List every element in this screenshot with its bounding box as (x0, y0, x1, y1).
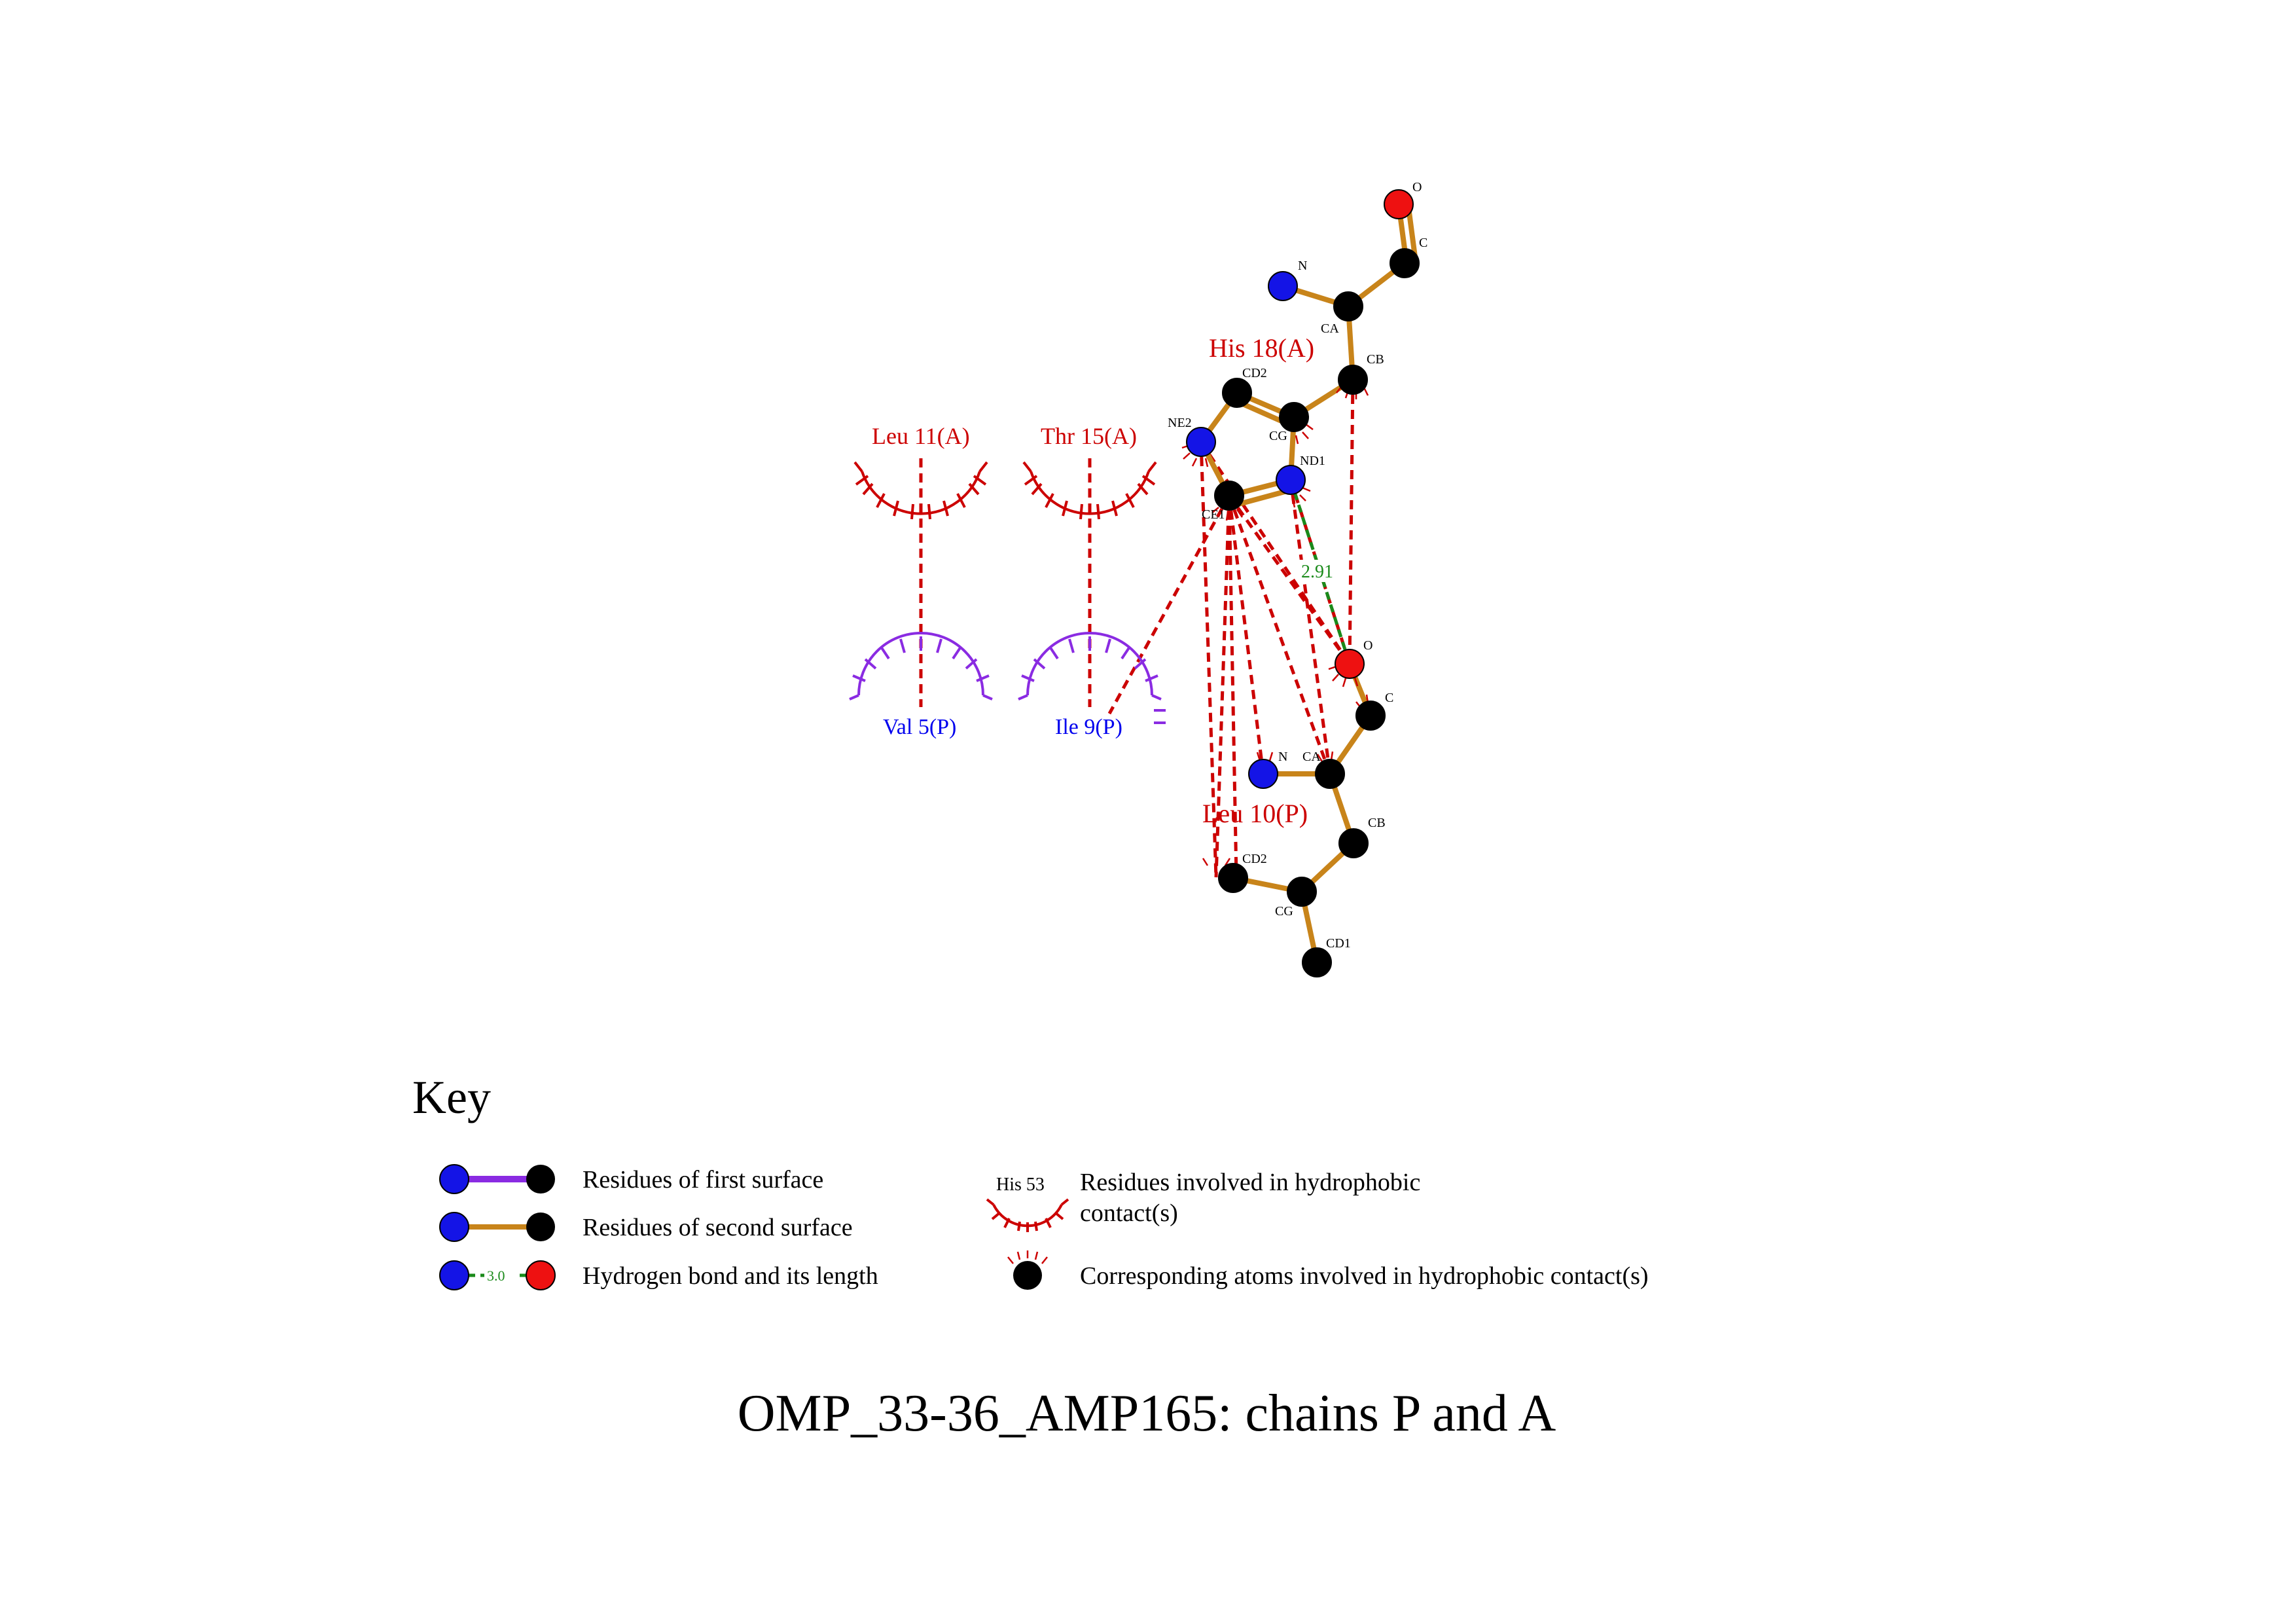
atom-leu-cg (1287, 877, 1317, 907)
key-hbond-sample: 3.0 (439, 1260, 556, 1290)
atom-label: CD2 (1242, 852, 1267, 866)
atom-label: N (1278, 750, 1287, 764)
atom-label: C (1385, 691, 1393, 705)
diagram-title: OMP_33-36_AMP165: chains P and A (738, 1385, 1556, 1442)
key: Key Residues of first surface Residues o… (412, 1071, 1649, 1290)
atom-label: CA (1302, 750, 1321, 764)
atom-leu-n (1248, 759, 1278, 789)
residue-label-thr15: Thr 15(A) (1041, 423, 1137, 449)
key-title: Key (412, 1071, 491, 1123)
contact-line (1289, 479, 1332, 775)
contact-line (1227, 495, 1265, 775)
atom-label: NE2 (1168, 416, 1192, 430)
atom-label: CG (1275, 904, 1293, 919)
val5-arc (849, 632, 993, 701)
residue-label-his18: His 18(A) (1209, 333, 1314, 363)
atom-label: CB (1368, 816, 1386, 830)
contact-line (1227, 495, 1238, 878)
key-hydrophobic-sample-label: His 53 (996, 1175, 1045, 1195)
atom-leu-cb (1338, 828, 1369, 858)
atom-label: CG (1269, 429, 1287, 443)
contact-line (1199, 441, 1352, 665)
leu11-arc (853, 461, 988, 520)
atom-label: O (1363, 638, 1372, 653)
atom-leu-cd2 (1218, 863, 1248, 893)
atom-label: CD1 (1326, 936, 1351, 951)
key-first-surface-sample (439, 1164, 555, 1194)
key-hbond-label: Hydrogen bond and its length (583, 1262, 878, 1290)
atom-his-cb (1338, 365, 1368, 395)
atom-leu-cd1 (1302, 947, 1332, 977)
contact-line (1214, 495, 1231, 878)
atom-his-nd1 (1276, 465, 1306, 495)
key-second-surface-label: Residues of second surface (583, 1214, 853, 1241)
atom-label: N (1298, 259, 1307, 273)
hydrogen-bond: 2.91 (1289, 479, 1352, 665)
atom-label: O (1412, 180, 1422, 194)
residue-label-leu10: Leu 10(P) (1202, 799, 1308, 828)
his18-atoms (1186, 189, 1420, 511)
atom-leu-o (1335, 649, 1365, 679)
thr15-arc (1022, 461, 1157, 520)
atom-his-ne2 (1186, 427, 1216, 457)
hbond-length-label: 2.91 (1301, 562, 1333, 582)
atom-his-ce1 (1214, 481, 1244, 511)
contact-line (1199, 441, 1218, 878)
atom-label: C (1419, 236, 1427, 250)
key-second-surface-sample (439, 1212, 555, 1242)
residue-label-leu11: Leu 11(A) (872, 423, 970, 449)
atom-his-c (1390, 248, 1420, 278)
atom-label: CA (1321, 321, 1339, 336)
leu10-atoms (1218, 649, 1386, 977)
key-hbond-sample-length: 3.0 (487, 1267, 505, 1284)
key-hydrophobic-label-line2: contact(s) (1080, 1199, 1178, 1227)
atom-his-cd2 (1222, 378, 1252, 408)
atom-his-n (1268, 271, 1298, 301)
key-hydrophobic-residue-sample: His 53 (986, 1175, 1069, 1232)
atom-label: ND1 (1300, 454, 1325, 468)
residue-label-ile9: Ile 9(P) (1055, 715, 1122, 739)
atom-leu-c (1355, 701, 1386, 731)
key-hydrophobic-label-line1: Residues involved in hydrophobic (1080, 1169, 1420, 1196)
atom-leu-ca (1315, 759, 1345, 789)
atom-labels: O C N CA CB CD2 CG NE2 ND1 CE1 O C N CA … (1168, 180, 1427, 951)
key-corresponding-atom-sample (1007, 1250, 1048, 1290)
contact-line (1227, 495, 1332, 775)
atom-label: CD2 (1242, 366, 1267, 380)
atom-his-o (1384, 189, 1414, 219)
atom-his-ca (1333, 291, 1363, 321)
contact-line (1107, 494, 1231, 715)
contact-line (1348, 379, 1355, 665)
key-corresponding-label: Corresponding atoms involved in hydropho… (1080, 1262, 1649, 1290)
key-first-surface-label: Residues of first surface (583, 1166, 823, 1194)
ile9-arc (1018, 632, 1166, 724)
residue-label-val5: Val 5(P) (883, 715, 956, 739)
atom-label: CE1 (1202, 507, 1225, 522)
atom-label: CB (1367, 352, 1384, 367)
atom-his-cg (1279, 402, 1309, 432)
